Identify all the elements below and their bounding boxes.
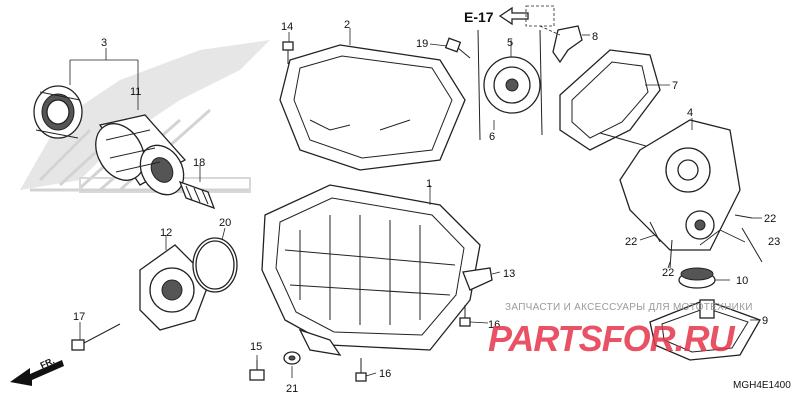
reference-arrow xyxy=(498,5,561,36)
part-oil-filter xyxy=(95,114,187,196)
callout-20: 20 xyxy=(219,217,231,229)
callout-22-right: 22 xyxy=(764,213,776,225)
callout-15: 15 xyxy=(250,341,262,353)
callout-4: 4 xyxy=(687,107,693,119)
callout-2: 2 xyxy=(344,19,350,31)
part-oil-pump-sprocket xyxy=(477,29,543,141)
part-long-bolt-17 xyxy=(71,323,121,351)
diagram-code: MGH4E1400 xyxy=(733,380,791,391)
part-bracket-13 xyxy=(462,267,493,291)
part-oil-pan-gasket xyxy=(279,44,466,171)
part-bolts-16 xyxy=(355,305,471,382)
watermark-brand: PARTSFOR.RU xyxy=(488,318,735,359)
part-oil-pump-assembly xyxy=(599,119,741,251)
callout-16-lower: 16 xyxy=(379,368,391,380)
part-pump-bolts xyxy=(649,214,763,269)
part-pump-gasket xyxy=(559,49,661,151)
callout-6: 6 xyxy=(489,131,495,143)
part-drain-bolt-15 xyxy=(249,360,265,381)
callout-8: 8 xyxy=(592,31,598,43)
callout-labels: 3 11 18 14 2 19 5 6 8 7 4 1 12 20 13 16 … xyxy=(73,19,780,395)
callout-11: 11 xyxy=(130,86,141,98)
leader-lines xyxy=(69,28,762,378)
callout-22-bottom: 22 xyxy=(662,267,674,279)
callout-10: 10 xyxy=(736,275,748,287)
callout-21: 21 xyxy=(286,383,298,395)
part-seal xyxy=(678,267,716,289)
part-o-ring xyxy=(192,237,238,293)
front-direction-arrow xyxy=(10,360,64,386)
callout-12: 12 xyxy=(160,227,172,239)
callout-19: 19 xyxy=(416,38,428,50)
watermark-text: ЗАПЧАСТИ И АКСЕССУАРЫ ДЛЯ МОТОТЕХНИКИ xyxy=(505,302,753,313)
callout-5: 5 xyxy=(507,37,513,49)
part-bolt-19 xyxy=(444,37,471,59)
part-oil-pan xyxy=(261,184,481,356)
callout-9: 9 xyxy=(762,315,768,327)
part-bolt-14 xyxy=(282,41,294,64)
callout-14: 14 xyxy=(281,21,293,33)
reference-code: E-17 xyxy=(464,9,494,25)
callout-13: 13 xyxy=(503,268,515,280)
part-oil-filter-boss xyxy=(33,85,83,139)
callout-23: 23 xyxy=(768,236,780,248)
part-chain-guide xyxy=(552,25,583,64)
part-oil-strainer xyxy=(649,299,761,361)
callout-17: 17 xyxy=(73,311,85,323)
part-washer-21 xyxy=(283,351,301,365)
callout-7: 7 xyxy=(672,80,678,92)
part-filter-nipple xyxy=(178,180,216,210)
callout-18: 18 xyxy=(193,157,205,169)
callout-22-left: 22 xyxy=(625,236,637,248)
callout-3: 3 xyxy=(101,37,107,49)
callout-1: 1 xyxy=(426,178,432,190)
callout-16-upper: 16 xyxy=(488,319,500,331)
